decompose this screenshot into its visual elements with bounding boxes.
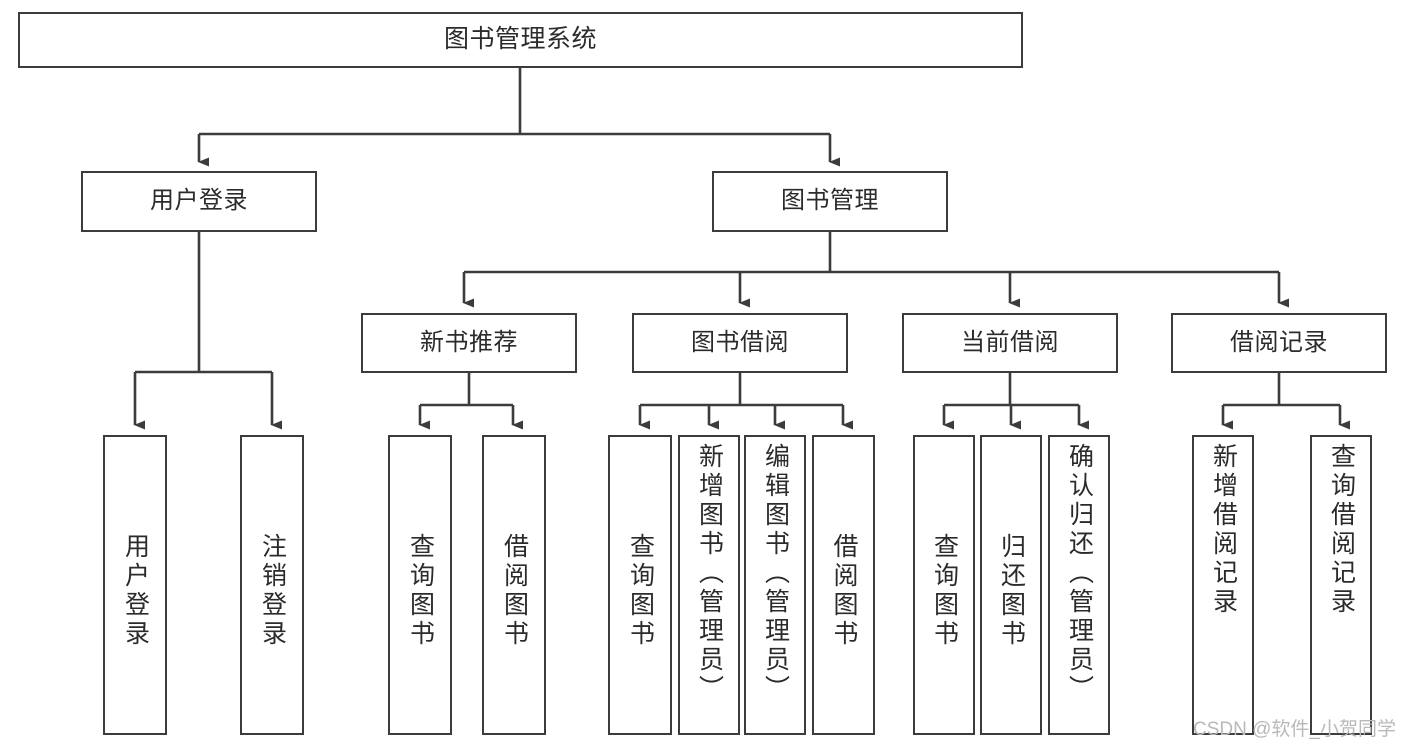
leaf-user-login-logout[interactable]: 注销登录 <box>240 435 304 735</box>
node-label: 归还图书 <box>997 533 1026 649</box>
node-label: 查询图书 <box>406 533 435 649</box>
leaf-current-query-book[interactable]: 查询图书 <box>913 435 975 735</box>
leaf-record-query-record[interactable]: 查询借阅记录 <box>1310 435 1372 735</box>
node-label: 图书管理 <box>781 187 879 215</box>
node-label: 用户登录 <box>121 533 150 649</box>
leaf-current-return-book[interactable]: 归还图书 <box>980 435 1042 735</box>
leaf-recommend-query-book[interactable]: 查询图书 <box>388 435 452 735</box>
node-label: 查询图书 <box>930 533 959 649</box>
leaf-borrow-borrow-book[interactable]: 借阅图书 <box>812 435 875 735</box>
leaf-user-login-login[interactable]: 用户登录 <box>103 435 167 735</box>
node-borrow-record[interactable]: 借阅记录 <box>1171 313 1387 373</box>
node-new-book-recommend[interactable]: 新书推荐 <box>361 313 577 373</box>
node-current-borrow[interactable]: 当前借阅 <box>902 313 1118 373</box>
node-label: 借阅图书 <box>500 533 529 649</box>
node-book-management[interactable]: 图书管理 <box>712 171 948 232</box>
node-root-system[interactable]: 图书管理系统 <box>18 12 1023 68</box>
node-label: 注销登录 <box>258 533 287 649</box>
node-label: 借阅记录 <box>1230 328 1328 356</box>
leaf-recommend-borrow-book[interactable]: 借阅图书 <box>482 435 546 735</box>
node-label: 当前借阅 <box>961 328 1059 356</box>
leaf-borrow-add-book-admin[interactable]: 新增图书（管理员） <box>678 435 740 735</box>
node-label: 图书管理系统 <box>443 25 597 54</box>
leaf-current-confirm-return-admin[interactable]: 确认归还（管理员） <box>1048 435 1110 735</box>
watermark-text: CSDN @软件_小贺同学 <box>1193 719 1396 740</box>
node-label: 确认归还（管理员） <box>1065 443 1094 704</box>
node-label: 查询借阅记录 <box>1327 443 1356 617</box>
node-label: 用户登录 <box>150 187 248 215</box>
leaf-borrow-query-book[interactable]: 查询图书 <box>608 435 672 735</box>
leaf-record-add-record[interactable]: 新增借阅记录 <box>1192 435 1254 735</box>
node-label: 查询图书 <box>626 533 655 649</box>
node-label: 借阅图书 <box>830 533 858 649</box>
leaf-borrow-edit-book-admin[interactable]: 编辑图书（管理员） <box>744 435 806 735</box>
node-user-login[interactable]: 用户登录 <box>81 171 317 232</box>
node-label: 图书借阅 <box>691 328 789 356</box>
node-label: 编辑图书（管理员） <box>761 443 790 704</box>
node-label: 新书推荐 <box>420 328 518 356</box>
node-label: 新增图书（管理员） <box>695 443 724 704</box>
node-book-borrow[interactable]: 图书借阅 <box>632 313 848 373</box>
node-label: 新增借阅记录 <box>1209 443 1238 617</box>
